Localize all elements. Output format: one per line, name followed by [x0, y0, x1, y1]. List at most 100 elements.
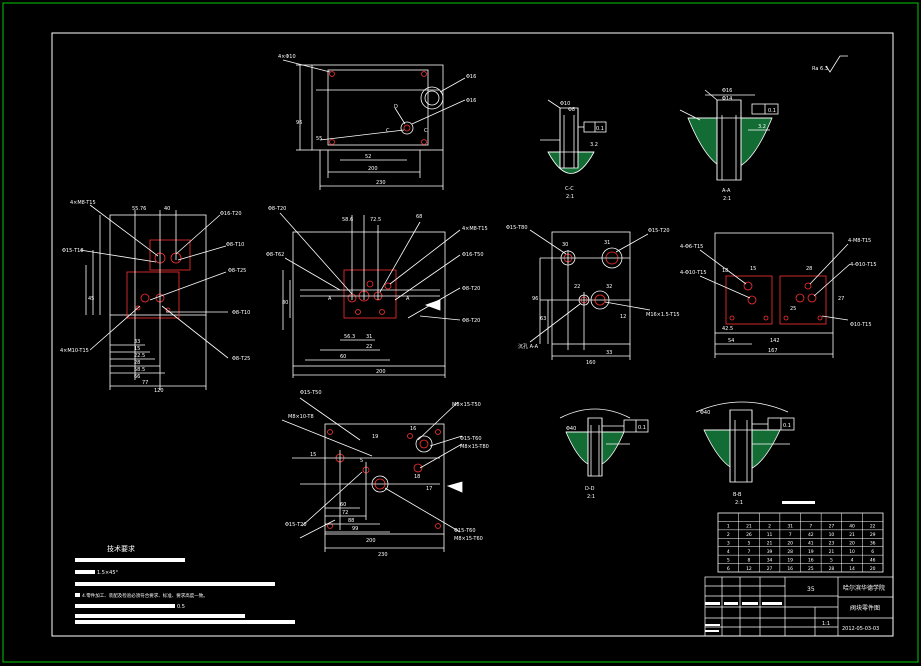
tech-notes-heading: 技术要求 — [107, 544, 135, 553]
bottom-view-dim-2: 88 — [348, 518, 354, 524]
main-view-dim-4: 22 — [366, 344, 372, 350]
title-block-material: 35 — [807, 586, 815, 593]
section-a-label: A-A — [722, 188, 731, 194]
right-view-callout-2: 4-M8-T15 — [848, 238, 871, 244]
hole-table-cell: 10 — [849, 549, 855, 555]
top-view-callout-2: Φ16 — [466, 98, 476, 104]
left-view-dim-8: 66 — [134, 374, 140, 380]
main-view-dim-7: 31 — [366, 334, 372, 340]
top-view-dim-3: 200 — [368, 166, 378, 172]
side-view-dim-1: 63 — [540, 316, 546, 322]
hole-table-cell: 27 — [767, 566, 773, 572]
hole-table-cell: 16 — [787, 566, 793, 572]
section-c-c — [540, 99, 607, 174]
top-view-marker-1: C — [386, 128, 390, 134]
section-c-dim-1: Φ8 — [568, 107, 575, 113]
hole-table-cell: 4 — [851, 557, 854, 563]
side-view-callout-3: 沉孔 A-A — [518, 343, 539, 350]
right-view-callout-3: Φ10-T15 — [850, 322, 872, 328]
left-view-callout-3: Φ8-T10 — [226, 242, 244, 248]
hole-table-cell: 8 — [748, 557, 751, 563]
section-b-b — [695, 401, 795, 483]
bottom-view-callout-6: M8×15-T60 — [454, 536, 483, 542]
title-block-school: 哈尔滨华德学院 — [843, 584, 885, 592]
section-a-a — [679, 89, 779, 181]
top-view-dim-1: 55 — [316, 136, 322, 142]
inner-frame — [51, 32, 894, 637]
tech-note-line-3: 4.零件加工、装配及检验必须符合要求、标准、要求高度一致。 — [82, 592, 208, 599]
right-view-callout-0: 4-Φ6-T15 — [680, 244, 703, 250]
hole-table-cell: 28 — [787, 549, 793, 555]
top-view — [282, 59, 466, 190]
main-view-callout-2: Φ16-T50 — [462, 252, 484, 258]
left-view-dim-0: 55.76 — [132, 206, 146, 212]
side-view-callout-1: Φ15-T20 — [648, 228, 670, 234]
side-view-dim-0: 96 — [532, 296, 538, 302]
hole-table-cell: 36 — [870, 541, 876, 547]
side-view-marker-0: 30 — [562, 242, 568, 248]
section-c-label: C-C — [565, 186, 574, 192]
section-b-dim-1: 0.1 — [783, 423, 791, 429]
left-view-callout-2: Φ16-T20 — [220, 211, 242, 217]
section-d-dim-0: Φ40 — [566, 426, 576, 432]
hole-table-cell: 25 — [808, 566, 814, 572]
right-view-dim-0: 42.5 — [722, 326, 733, 332]
bottom-view-marker-3: 17 — [426, 486, 432, 492]
hole-table-cell: 31 — [787, 524, 793, 530]
hole-table-cell: 26 — [746, 532, 752, 538]
hole-table-cell: 20 — [849, 541, 855, 547]
hole-table-cell: 23 — [829, 541, 835, 547]
right-view-dim-3: 167 — [768, 348, 778, 354]
top-view-dim-2: 52 — [365, 154, 371, 160]
hole-table-cell: 11 — [767, 532, 773, 538]
main-view-callout-3: Φ8-T62 — [266, 252, 284, 258]
title-block-bars — [705, 602, 782, 632]
bottom-view-marker-0: 15 — [310, 452, 316, 458]
main-view-dim-2: 72.5 — [370, 217, 381, 223]
side-view-marker-3: 32 — [606, 284, 612, 290]
bottom-view-callout-0: Φ15-T50 — [300, 390, 322, 396]
bottom-view-callout-2: M8×15-T50 — [452, 402, 481, 408]
side-view-dim-2: 33 — [606, 350, 612, 356]
right-view-dim-2: 142 — [770, 338, 780, 344]
hole-table-cell: 42 — [808, 532, 814, 538]
hole-table-cell: 6 — [727, 566, 730, 572]
hole-table-cell: 14 — [849, 566, 855, 572]
main-view-marker-1: A — [406, 296, 410, 302]
hole-table-cell: 5 — [830, 557, 833, 563]
hole-table-cell: 2 — [768, 524, 771, 530]
hole-table-cell: 39 — [767, 549, 773, 555]
roughness-note: Ra 6.3 — [812, 66, 828, 72]
bottom-view-dim-5: 230 — [378, 552, 388, 558]
section-a-dim-2: 0.1 — [768, 108, 776, 114]
hole-table-cell: 2 — [727, 532, 730, 538]
hole-table-cell: 21 — [829, 549, 835, 555]
left-view-dim-10: 120 — [154, 388, 164, 394]
left-view-dim-2: 45 — [88, 296, 94, 302]
main-view-dim-5: 68 — [416, 214, 422, 220]
bottom-view-callout-1: M8×10-T8 — [288, 414, 314, 420]
right-view-marker-4: 25 — [790, 306, 796, 312]
left-view-callout-7: Φ8-T25 — [232, 356, 250, 362]
hole-table-cell: 22 — [870, 524, 876, 530]
section-b-dim-0: Φ40 — [700, 410, 710, 416]
hole-table-cell: 7 — [748, 549, 751, 555]
hole-table-cell: 5 — [748, 541, 751, 547]
hole-table-cell: 21 — [746, 524, 752, 530]
hole-table-cell: 19 — [787, 557, 793, 563]
hole-table-cell: 7 — [789, 532, 792, 538]
hole-table-cell: 27 — [829, 524, 835, 530]
left-view-dim-7: 58.5 — [134, 367, 145, 373]
section-d-scale: 2:1 — [587, 494, 595, 500]
hole-table-cell: 40 — [849, 524, 855, 530]
top-view-dim-4: 230 — [376, 180, 386, 186]
top-view-dim-0: 96 — [296, 120, 302, 126]
section-d-d — [559, 408, 649, 477]
side-view-callout-2: M16×1.5-T15 — [646, 312, 680, 318]
hole-table-cell: 3 — [727, 541, 730, 547]
section-a-dim-1: Φ14 — [722, 96, 732, 102]
bottom-view-dim-3: 99 — [352, 526, 358, 532]
hole-table-cell: 46 — [870, 557, 876, 563]
hole-table-cell: 10 — [829, 532, 835, 538]
